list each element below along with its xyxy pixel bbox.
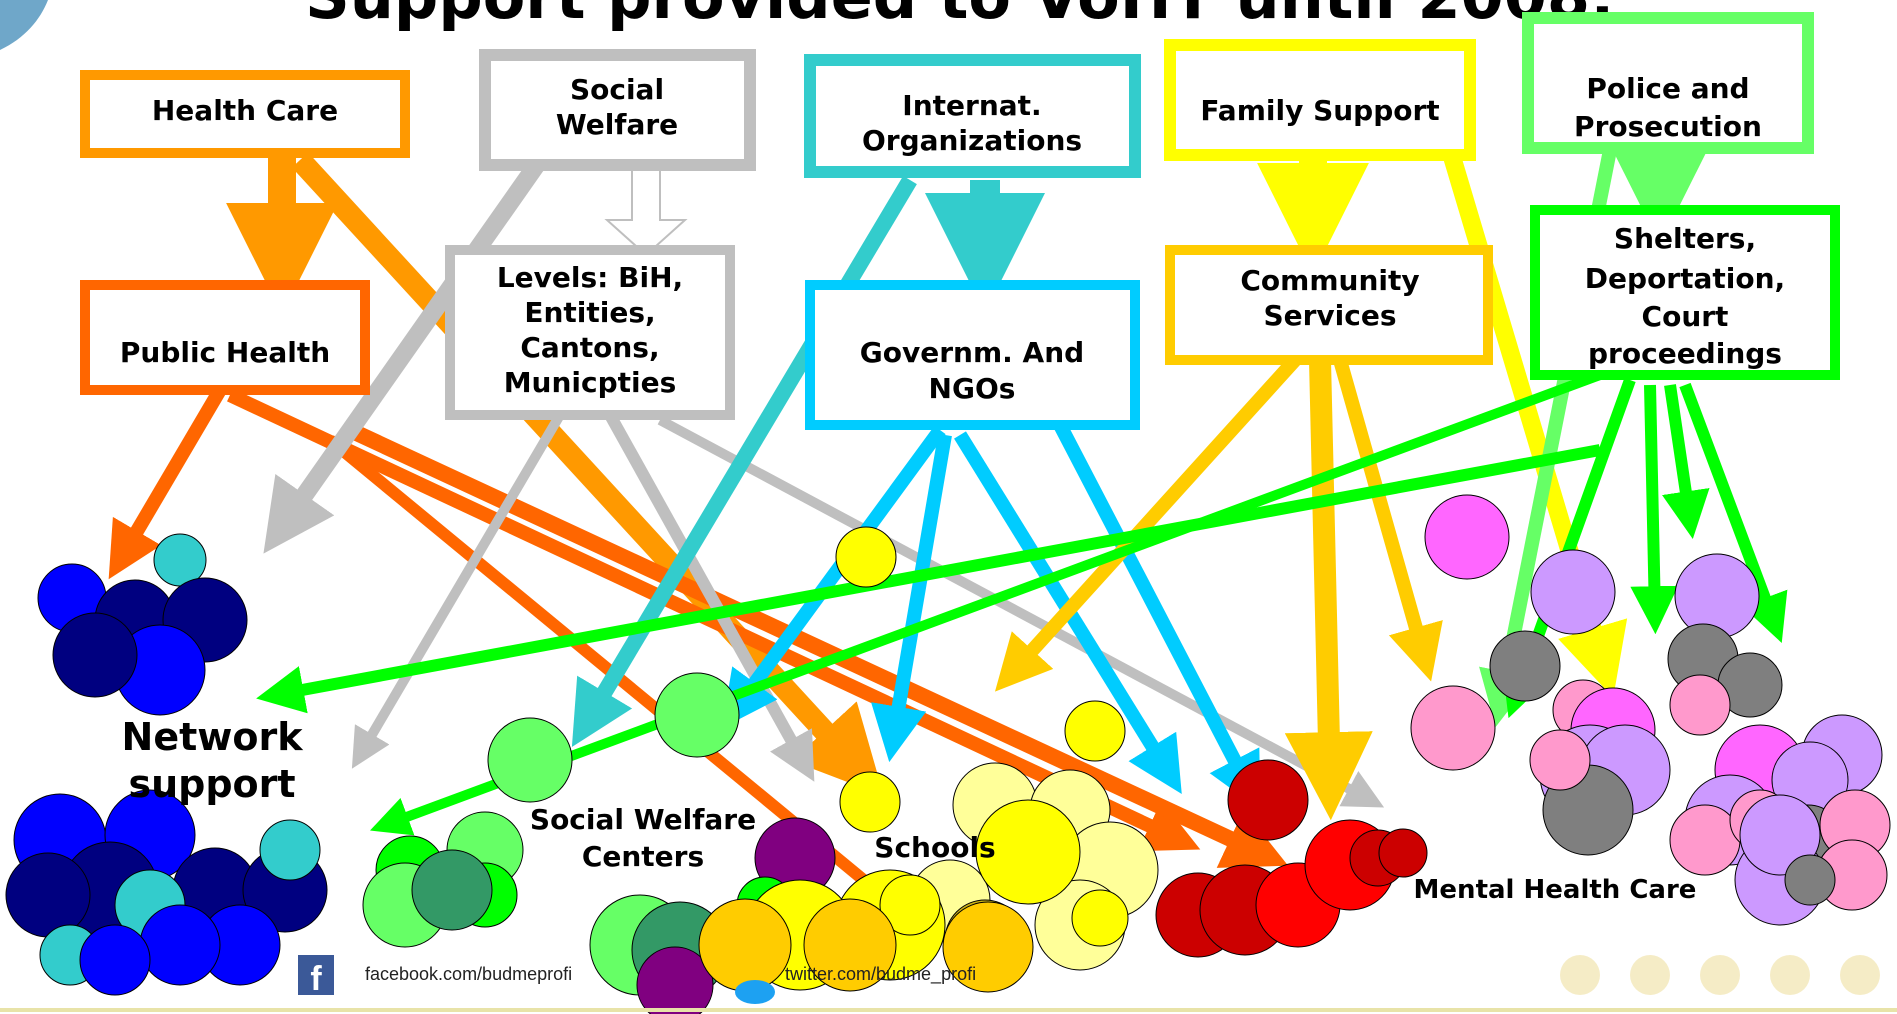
arrow-community-to-mental-2 xyxy=(1333,358,1443,682)
box-family-support[interactable]: Family Support xyxy=(1164,39,1476,161)
box-police-line1: Police and xyxy=(1586,72,1749,105)
arrow-shelters-to-mental-3 xyxy=(1662,384,1710,539)
box-health-care-label: Health Care xyxy=(152,94,338,127)
arrow-levels-to-mental xyxy=(657,415,1385,808)
arrow-shelters-to-mental-2 xyxy=(1630,384,1679,635)
box-public-health-label: Public Health xyxy=(120,336,330,369)
box-levels-line4: Municpties xyxy=(504,366,677,399)
box-community-services-line2: Services xyxy=(1263,299,1396,332)
box-social-welfare[interactable]: Social Welfare xyxy=(479,49,756,171)
box-health-care[interactable]: Health Care xyxy=(80,70,410,158)
box-government-ngos-line2: NGOs xyxy=(929,372,1016,405)
mental-health-pink-cluster xyxy=(1410,494,1891,926)
label-swc-line2: Centers xyxy=(582,840,704,873)
arrow-community-to-mental-1 xyxy=(1284,359,1373,821)
box-shelters-line2: Deportation, xyxy=(1585,262,1785,295)
label-mental-health-care: Mental Health Care xyxy=(1414,875,1697,905)
arrow-govt-to-mental-2 xyxy=(1053,421,1261,810)
box-levels-line3: Cantons, xyxy=(520,331,659,364)
box-shelters-line4: proceedings xyxy=(1588,337,1782,370)
box-levels-line1: Levels: BiH, xyxy=(497,261,683,294)
footer: f facebook.com/budmeprofi twitter.com/bu… xyxy=(0,955,1897,1012)
box-government-ngos[interactable]: Governm. And NGOs xyxy=(805,280,1140,430)
box-police[interactable]: Police and Prosecution xyxy=(1522,12,1814,154)
schools-cluster xyxy=(698,526,1159,993)
label-network-support-line2: support xyxy=(128,762,295,806)
facebook-link[interactable]: facebook.com/budmeprofi xyxy=(365,964,572,984)
arrow-social-to-levels xyxy=(604,164,688,257)
box-internat-orgs-line2: Organizations xyxy=(862,124,1082,157)
arrow-public-to-network xyxy=(108,386,227,580)
box-social-welfare-line1: Social xyxy=(570,73,664,106)
label-network-support-line1: Network xyxy=(122,715,304,759)
svg-text:f: f xyxy=(310,960,322,998)
box-community-services-line1: Community xyxy=(1240,264,1419,297)
arrow-govt-to-schools xyxy=(871,433,952,763)
arrows-layer xyxy=(108,132,1788,923)
box-family-support-label: Family Support xyxy=(1200,94,1439,127)
arrow-levels-to-network xyxy=(351,412,565,769)
label-swc-line1: Social Welfare xyxy=(530,803,756,836)
arrow-public-to-mental-2 xyxy=(346,422,1289,868)
facebook-icon[interactable]: f xyxy=(298,955,334,998)
decorative-sun-icons xyxy=(1560,955,1880,995)
arrow-social-to-network xyxy=(263,154,548,554)
box-shelters-line3: Court xyxy=(1642,300,1729,333)
box-government-ngos-line1: Governm. And xyxy=(860,336,1084,369)
page-title: Support provided to VoHT until 2008: xyxy=(305,0,1615,33)
network-cluster-bottom xyxy=(5,789,328,996)
box-shelters[interactable]: Shelters, Deportation, Court proceedings xyxy=(1530,205,1840,380)
twitter-icon[interactable] xyxy=(735,980,775,1004)
box-public-health[interactable]: Public Health xyxy=(80,280,370,395)
box-levels[interactable]: Levels: BiH, Entities, Cantons, Municpti… xyxy=(445,245,735,420)
arrow-shelters-to-swc xyxy=(369,370,1602,836)
arrow-govt-to-swc xyxy=(721,425,946,729)
box-shelters-line1: Shelters, xyxy=(1614,222,1756,255)
box-internat-orgs[interactable]: Internat. Organizations xyxy=(804,54,1141,178)
arrow-shelters-to-network xyxy=(256,444,1602,714)
globe-logo xyxy=(0,0,48,50)
twitter-link[interactable]: twitter.com/budme_profi xyxy=(785,964,976,985)
box-internat-orgs-line1: Internat. xyxy=(902,89,1041,122)
arrow-shelters-to-mental-4 xyxy=(1679,382,1788,643)
mental-health-red-cluster xyxy=(1155,759,1428,958)
box-levels-line2: Entities, xyxy=(524,296,655,329)
label-schools: Schools xyxy=(874,831,995,864)
arrow-community-to-schools xyxy=(994,355,1301,692)
network-cluster-top xyxy=(37,533,248,716)
box-social-welfare-line2: Welfare xyxy=(556,108,678,141)
box-police-line2: Prosecution xyxy=(1574,110,1762,143)
box-community-services[interactable]: Community Services xyxy=(1165,245,1493,365)
arrow-internat-to-swc xyxy=(571,175,917,747)
